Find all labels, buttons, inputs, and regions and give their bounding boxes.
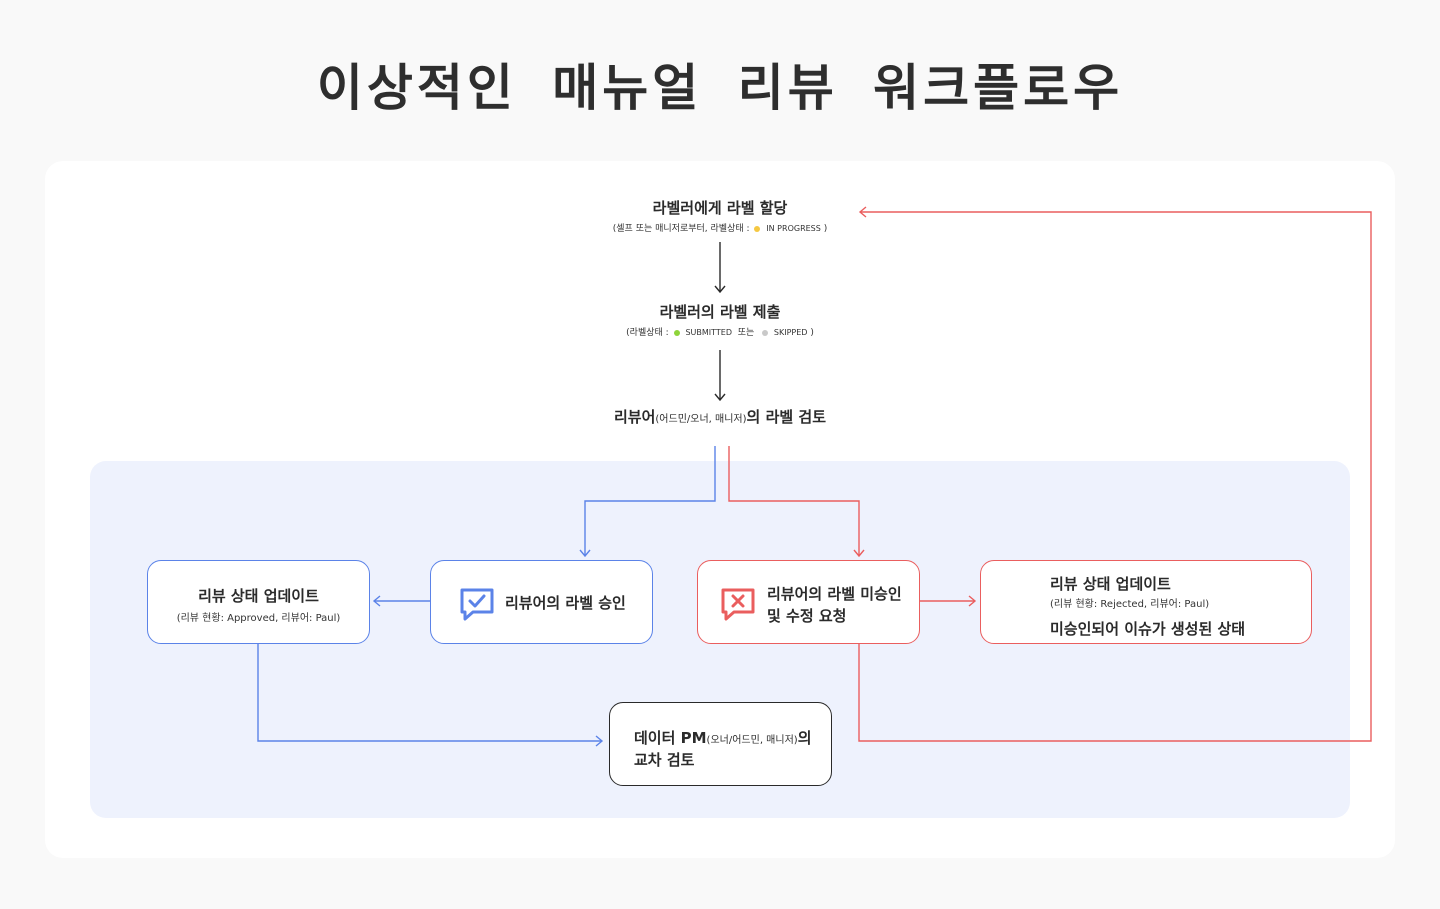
page-title: 이상적인 매뉴얼 리뷰 워크플로우: [316, 59, 1124, 117]
step-submit-or: 또는: [737, 328, 755, 338]
step-review-label: 리뷰어(어드민/오너, 매니저)의 라벨 검토: [470, 406, 970, 427]
arrow-review-to-approve: [579, 446, 716, 558]
submitted-status-dot: [673, 329, 680, 336]
approve-chat-check-icon: [460, 588, 494, 621]
cross-check-line2: 교차 검토: [634, 751, 695, 769]
arrow-reject-loop-to-assign: [858, 206, 1372, 742]
approve-box: 리뷰어의 라벨 승인: [430, 560, 653, 644]
step-review-title: 리뷰어(어드민/오너, 매니저)의 라벨 검토: [470, 406, 970, 427]
arrow-submit-to-review: [714, 350, 726, 402]
skipped-status-dot: [762, 329, 769, 336]
approved-update-title: 리뷰 상태 업데이트: [198, 587, 319, 605]
cross-check-line1: 데이터 PM(오너/어드민, 매니저)의: [634, 727, 812, 748]
rejected-update-note: 미승인되어 이슈가 생성된 상태: [1050, 620, 1246, 638]
step-review-title-prefix: 리뷰어: [614, 408, 656, 426]
cross-check-roles: (오너/어드민, 매니저): [706, 735, 798, 746]
arrow-assign-to-submit: [714, 242, 726, 294]
step-assign-subtitle: (셀프 또는 매니저로부터, 라벨상태 : IN PROGRESS ): [520, 221, 920, 234]
step-submit-title: 라벨러의 라벨 제출: [659, 303, 781, 321]
step-submit-sub-prefix: (라벨상태 :: [626, 328, 669, 338]
approved-status-update-box: 리뷰 상태 업데이트 (리뷰 현황: Approved, 리뷰어: Paul): [147, 560, 370, 644]
cross-check-suffix: 의: [797, 729, 812, 747]
reject-label-line2: 및 수정 요청: [767, 607, 847, 625]
status-skipped: SKIPPED: [773, 328, 808, 337]
reject-chat-x-icon: [721, 588, 755, 621]
cross-check-prefix: 데이터 PM: [634, 729, 707, 747]
status-in-progress: IN PROGRESS: [766, 224, 821, 233]
approve-label: 리뷰어의 라벨 승인: [505, 594, 626, 612]
reject-box: 리뷰어의 라벨 미승인 및 수정 요청: [697, 560, 920, 644]
arrow-reject-to-update: [920, 595, 977, 607]
step-review-title-roles: (어드민/오너, 매니저): [655, 414, 747, 425]
step-submit-label: 라벨러의 라벨 제출 (라벨상태 : SUBMITTED 또는 SKIPPED …: [520, 301, 920, 338]
cross-check-box: 데이터 PM(오너/어드민, 매니저)의 교차 검토: [609, 702, 832, 786]
arrow-update-to-crosscheck: [257, 644, 604, 747]
step-assign-sub-prefix: (셀프 또는 매니저로부터, 라벨상태 :: [612, 224, 750, 234]
step-submit-sub-suffix: ): [810, 328, 814, 338]
rejected-update-subtitle: (리뷰 현황: Rejected, 리뷰어: Paul): [1050, 599, 1210, 610]
arrow-approve-to-update: [372, 595, 430, 607]
step-assign-sub-suffix: ): [823, 224, 828, 234]
status-submitted: SUBMITTED: [685, 328, 732, 337]
rejected-update-title: 리뷰 상태 업데이트: [1050, 575, 1171, 593]
in-progress-status-dot: [754, 225, 761, 232]
arrow-review-to-reject: [728, 446, 865, 558]
step-review-title-suffix: 의 라벨 검토: [746, 408, 826, 426]
rejected-status-update-box: 리뷰 상태 업데이트 (리뷰 현황: Rejected, 리뷰어: Paul) …: [980, 560, 1312, 644]
step-assign-label: 라벨러에게 라벨 할당 (셀프 또는 매니저로부터, 라벨상태 : IN PRO…: [520, 197, 920, 234]
step-submit-subtitle: (라벨상태 : SUBMITTED 또는 SKIPPED ): [520, 325, 920, 338]
approved-update-subtitle: (리뷰 현황: Approved, 리뷰어: Paul): [176, 613, 341, 624]
reject-label-line1: 리뷰어의 라벨 미승인: [767, 585, 902, 603]
step-assign-title: 라벨러에게 라벨 할당: [652, 199, 788, 217]
